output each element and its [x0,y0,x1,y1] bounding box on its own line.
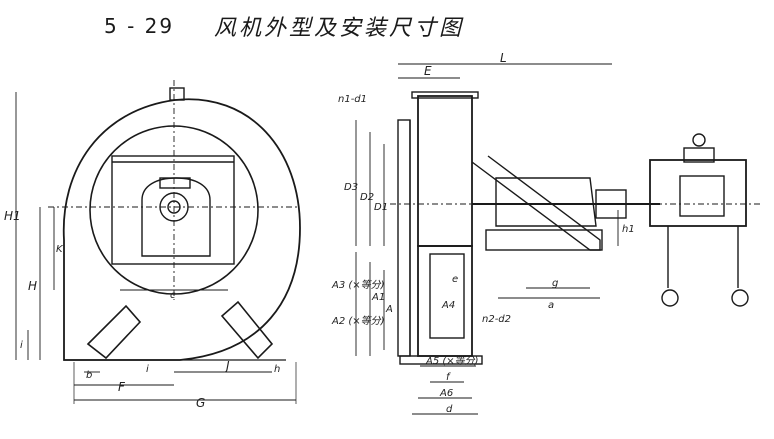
label-A3: A3 (×等分) [331,279,385,291]
label-d: d [446,404,453,415]
label-L: L [500,51,507,65]
label-A: A [385,304,393,315]
label-g: g [552,278,558,289]
right-foot [220,300,274,360]
label-F: F [118,380,126,394]
outlet-flange [169,87,185,101]
label-b: b [86,370,92,381]
side-view [355,63,760,415]
label-A2: A2 (×等分) [331,315,385,327]
label-H1: H1 [4,209,21,223]
side-view-labels: n1-d1 E L D3 D2 D1 A3 (×等分) A1 A2 (×等分) … [331,51,635,415]
wheel-left [661,289,679,307]
label-A4: A4 [441,300,455,311]
label-e: e [452,274,458,285]
label-A5: A5 (×等分) [425,355,479,367]
label-f: f [446,372,451,383]
label-H: H [28,279,37,293]
motor-body [649,159,747,227]
label-i-left: i [20,340,23,351]
label-A1: A1 [371,292,385,303]
label-G: G [196,396,205,410]
bearing-housing [495,177,597,227]
bracket-base [485,229,603,251]
motor-lifting-eye [692,133,706,147]
label-K: K [56,244,64,255]
outlet-top [411,91,479,99]
label-i-bottom: i [146,364,149,375]
label-D3: D3 [344,182,358,193]
label-h1: h1 [622,224,635,235]
bearing-block [141,177,211,257]
figure-title: 风机外型及安装尺寸图 [214,16,465,41]
wheel-right [731,289,749,307]
left-foot [86,304,142,360]
label-E: E [424,64,432,78]
figure-title-row: 5 - 29 风机外型及安装尺寸图 [0,8,774,44]
label-n2-d2: n2-d2 [482,314,511,325]
front-view [15,80,301,404]
volute-casing [62,98,301,361]
label-c: c [170,290,176,301]
casing-upper [417,95,473,247]
label-A6: A6 [439,388,453,399]
flange-left [397,119,411,357]
base-plate [399,355,483,365]
motor-inner [679,175,725,217]
label-J: J [224,359,230,373]
label-a: a [548,300,554,311]
label-h: h [274,364,280,375]
motor-top [683,147,715,163]
label-D2: D2 [360,192,374,203]
front-view-labels: H1 H K c i i b h F J G [4,209,280,410]
A4-opening [429,253,465,339]
figure-number: 5 - 29 [104,14,175,38]
bearing-cap [159,177,191,189]
label-n1-d1: n1-d1 [338,94,367,105]
label-D1: D1 [374,202,388,213]
motor-frame [111,155,235,265]
